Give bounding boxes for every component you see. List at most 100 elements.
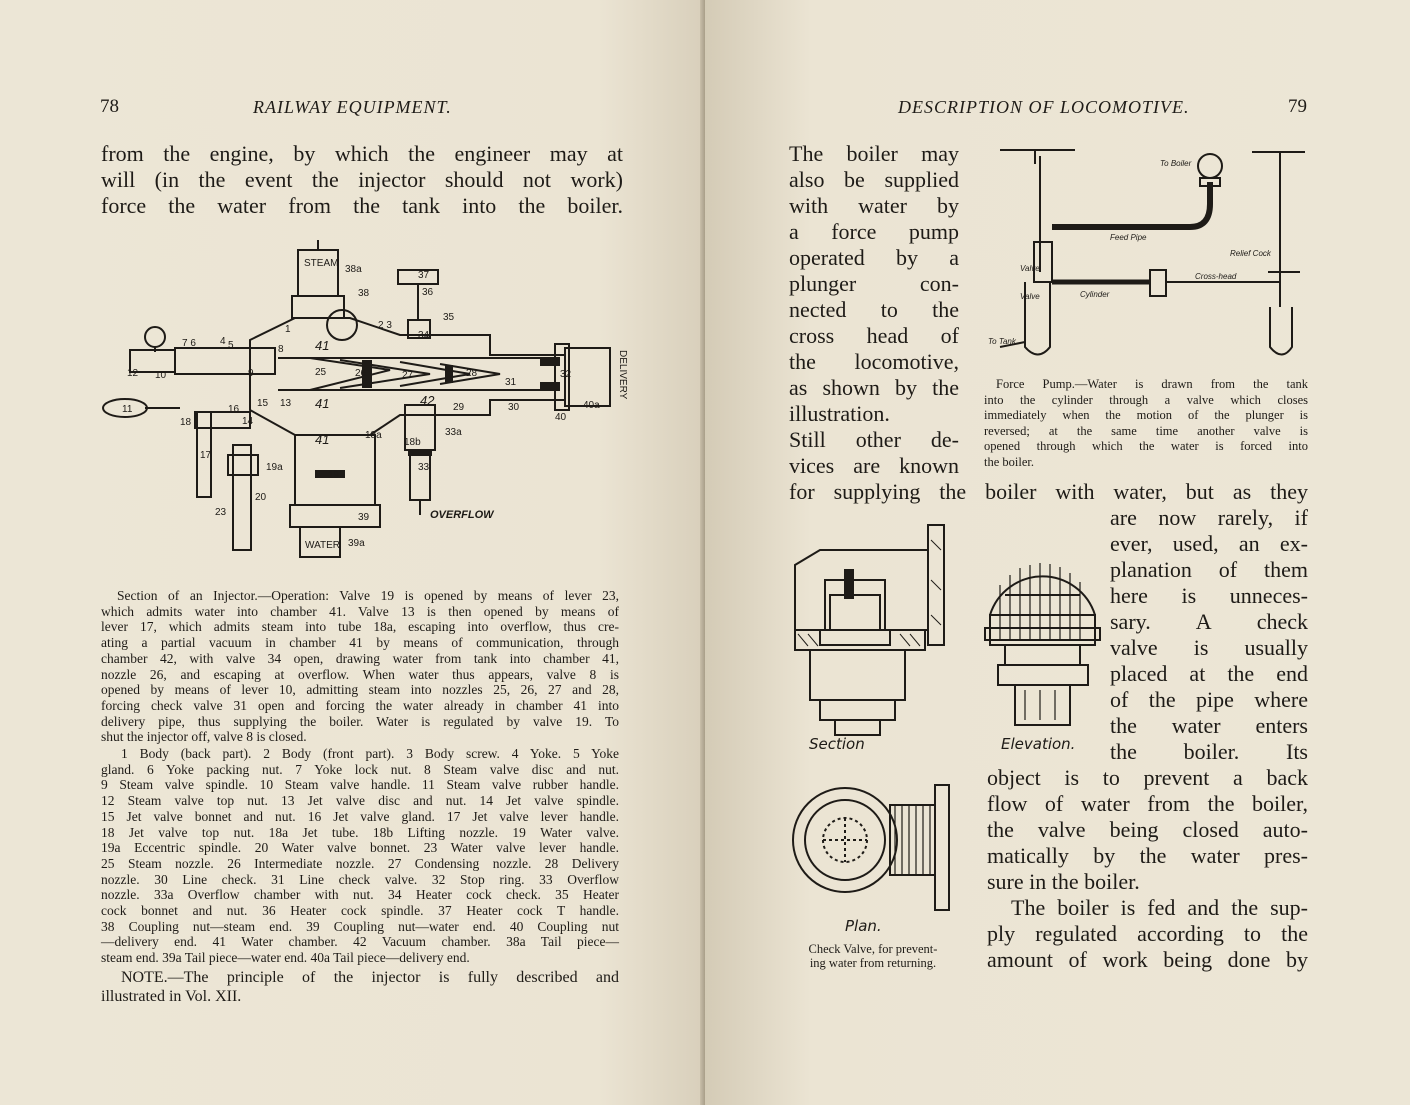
svg-text:8: 8 [278, 344, 284, 355]
parts-line: 19a Eccentric spindle. 20 Water valve bo… [101, 840, 619, 856]
svg-text:27: 27 [402, 370, 414, 381]
text-line: operated by a [789, 245, 959, 270]
full-line: for supplying the boiler with water, but… [789, 479, 1308, 505]
parts-line: nozzle. 33a Overflow chamber with nut. 3… [101, 887, 619, 903]
parts-line: 15 Jet valve bonnet and nut. 16 Jet valv… [101, 808, 619, 824]
text-line: amount of work being done by [987, 947, 1308, 972]
svg-text:30: 30 [508, 402, 520, 413]
svg-text:40a: 40a [583, 400, 600, 411]
svg-text:5: 5 [228, 340, 234, 351]
parts-line: 1 Body (back part). 2 Body (front part).… [121, 746, 619, 761]
svg-text:7 6: 7 6 [182, 338, 196, 349]
text-line: vices are known [789, 453, 959, 478]
force-pump-figure: To Boiler Feed Pipe Relief Cock Cross-he… [988, 149, 1305, 356]
text-line: a force pump [789, 219, 959, 244]
svg-text:16: 16 [228, 404, 240, 415]
caption-line: Check Valve, for prevent- [808, 942, 938, 956]
check-valve-elevation-figure [984, 563, 1101, 726]
text-line: also be supplied [789, 167, 959, 192]
page-number: 78 [100, 96, 119, 117]
text-line: object is to prevent a back [987, 765, 1308, 790]
text-line: ever, used, an ex- [1110, 531, 1308, 556]
svg-text:38a: 38a [345, 264, 362, 275]
svg-text:40: 40 [555, 412, 567, 423]
svg-text:31: 31 [505, 377, 517, 388]
caption-line: shut the injector off, valve 8 is closed… [101, 729, 307, 745]
label-to-tank: To Tank [988, 337, 1017, 346]
text-line: of the pipe where [1110, 687, 1308, 712]
parts-line: 25 Steam nozzle. 26 Intermediate nozzle.… [101, 855, 619, 871]
text-line: The boiler may [789, 141, 959, 166]
right-page: DESCRIPTION OF LOCOMOTIVE. 79 The boiler… [705, 0, 1410, 1105]
label-valve: Valve [1020, 264, 1040, 273]
svg-text:12: 12 [127, 368, 139, 379]
caption-line: Section of an Injector.—Operation: Valve… [117, 588, 619, 603]
svg-text:38: 38 [358, 288, 370, 299]
svg-text:19a: 19a [266, 462, 283, 473]
svg-text:23: 23 [215, 507, 227, 518]
injector-caption: Section of an Injector.—Operation: Valve… [101, 588, 619, 745]
running-head: DESCRIPTION OF LOCOMOTIVE. [898, 97, 1190, 117]
text-line: the water enters [1110, 713, 1308, 738]
parts-list: 1 Body (back part). 2 Body (front part).… [101, 746, 619, 966]
parts-line: 38 Coupling nut—steam end. 39 Coupling n… [101, 918, 619, 934]
check-valve-plan-figure [792, 784, 950, 911]
text-line: the valve being closed auto- [987, 817, 1308, 842]
caption-line: opened by means of lever 10, admitting s… [101, 682, 619, 698]
note-line: NOTE.—The principle of the injector is f… [121, 969, 619, 986]
text-line: from the engine, by which the engineer m… [101, 141, 623, 166]
svg-text:2 3: 2 3 [378, 320, 392, 331]
svg-text:28: 28 [466, 368, 478, 379]
caption-line: immediately when the motion of the plung… [984, 408, 1308, 422]
caption-line: opened through which the water is forced… [984, 439, 1308, 453]
label-valve: Valve [1020, 292, 1040, 301]
svg-text:14: 14 [242, 416, 254, 427]
parts-line: 9 Steam valve spindle. 10 Steam valve ha… [101, 777, 619, 793]
caption-line: lever 17, which admits steam into tube 1… [101, 619, 619, 635]
running-head: RAILWAY EQUIPMENT. [253, 97, 452, 117]
text-line: are now rarely, if [1110, 505, 1308, 530]
caption-line: ing water from returning. [809, 956, 937, 970]
label-relief-cock: Relief Cock [1230, 249, 1272, 258]
label-elevation: Elevation. [1001, 735, 1076, 753]
svg-text:41: 41 [315, 338, 329, 353]
intro-paragraph: from the engine, by which the engineer m… [101, 141, 623, 219]
parts-line: 12 Steam valve top nut. 13 Jet valve dis… [101, 793, 619, 809]
text-line: force the water from the tank into the b… [101, 193, 623, 218]
text-line: The boiler is fed and the sup- [1011, 895, 1308, 920]
svg-text:13: 13 [280, 398, 292, 409]
svg-text:20: 20 [255, 492, 267, 503]
label-cylinder: Cylinder [1080, 290, 1110, 299]
label-feed-pipe: Feed Pipe [1110, 233, 1147, 242]
caption-line: into the cylinder through a valve which … [984, 392, 1308, 407]
svg-text:26: 26 [355, 368, 367, 379]
text-line: sure in the boiler. [987, 869, 1140, 894]
text-line: as shown by the [789, 375, 959, 400]
label-cross-head: Cross-head [1195, 272, 1237, 281]
caption-line: Force Pump.—Water is drawn from the tank [996, 377, 1308, 391]
svg-text:9: 9 [248, 368, 254, 379]
caption-line: reversed; at the same time another valve… [984, 423, 1308, 438]
text-line: matically by the water pres- [987, 843, 1308, 868]
check-valve-caption: Check Valve, for prevent- ing water from… [773, 942, 973, 970]
svg-text:17: 17 [200, 450, 212, 461]
parts-line: cock bonnet and nut. 36 Heater cock spin… [101, 903, 619, 919]
caption-line: the boiler. [984, 454, 1034, 469]
text-line: planation of them [1110, 557, 1308, 582]
wrap-paragraph: are now rarely, if ever, used, an ex- pl… [1110, 505, 1308, 765]
label-steam: STEAM [304, 258, 338, 269]
parts-line: 18 Jet valve top nut. 18a Jet tube. 18b … [101, 824, 619, 840]
force-pump-caption: Force Pump.—Water is drawn from the tank… [984, 377, 1308, 470]
svg-text:33a: 33a [445, 427, 462, 438]
text-line: flow of water from the boiler, [987, 791, 1308, 816]
svg-text:35: 35 [443, 312, 455, 323]
column-paragraph: The boiler may also be supplied with wat… [789, 141, 959, 479]
note-line: illustrated in Vol. XII. [101, 988, 242, 1005]
caption-line: ating a partial vacuum in chamber 41 by … [101, 635, 619, 651]
svg-text:18a: 18a [365, 430, 382, 441]
text-line: with water by [789, 193, 959, 218]
svg-text:34: 34 [418, 330, 430, 341]
text-line: the boiler. Its [1110, 739, 1308, 764]
svg-text:39a: 39a [348, 538, 365, 549]
